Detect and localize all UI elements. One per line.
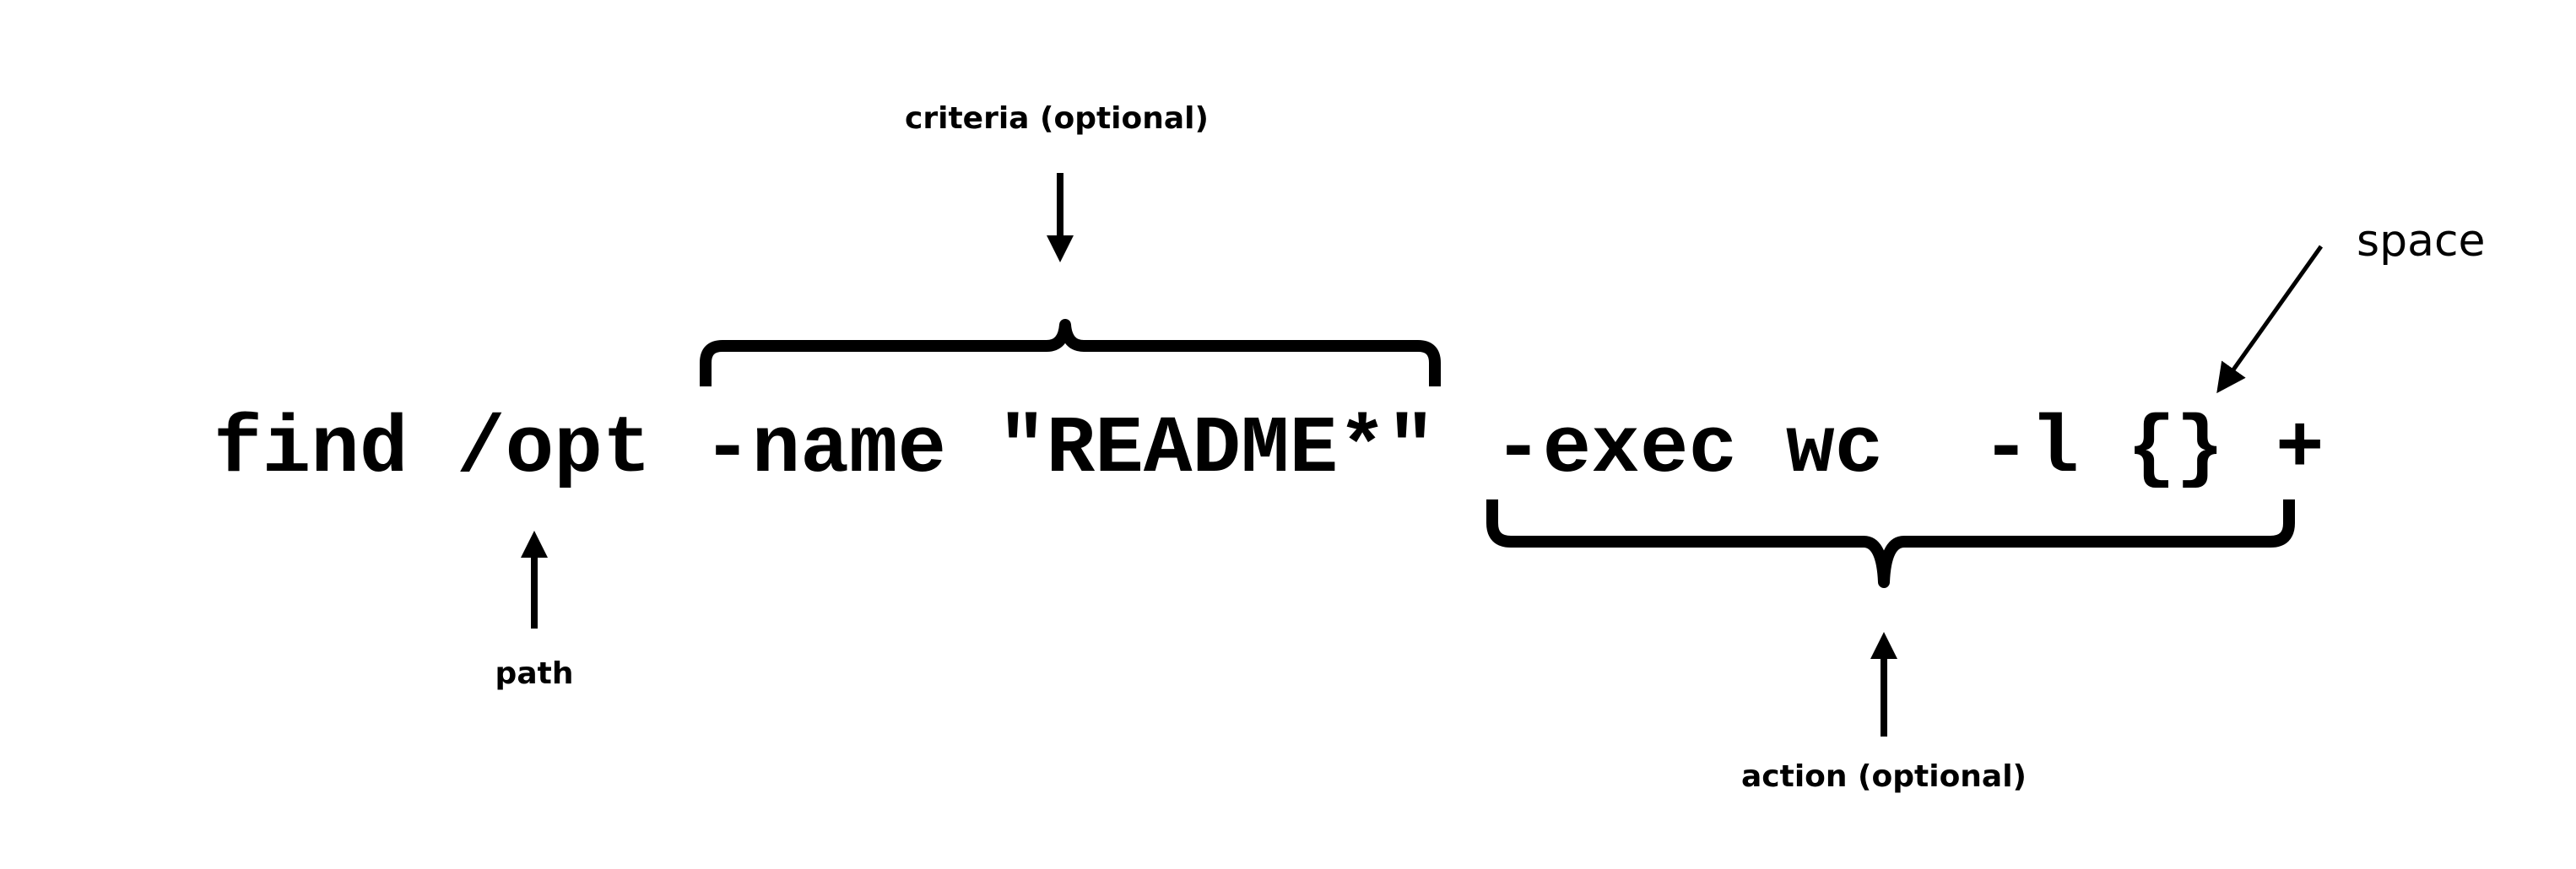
criteria-label: criteria (optional) (905, 101, 1209, 136)
path-label: path (495, 656, 574, 691)
space-arrow (2216, 245, 2324, 394)
token-name-flag: -name (703, 403, 946, 495)
action-label: action (optional) (1741, 759, 2027, 794)
token-l-flag: -l (1982, 403, 2079, 495)
token-find: find (214, 403, 408, 495)
action-brace (1486, 499, 2295, 588)
command-line: find /opt -name "README*" -exec wc -l {}… (214, 403, 2324, 495)
token-plus: + (2276, 403, 2324, 495)
token-pattern: "README*" (998, 403, 1435, 495)
token-braces: {} (2127, 403, 2224, 495)
space-label: space (2357, 216, 2486, 267)
criteria-brace (700, 319, 1441, 386)
token-exec-flag: -exec (1494, 403, 1737, 495)
token-path: /opt (457, 403, 651, 495)
token-wc: wc (1786, 403, 1883, 495)
